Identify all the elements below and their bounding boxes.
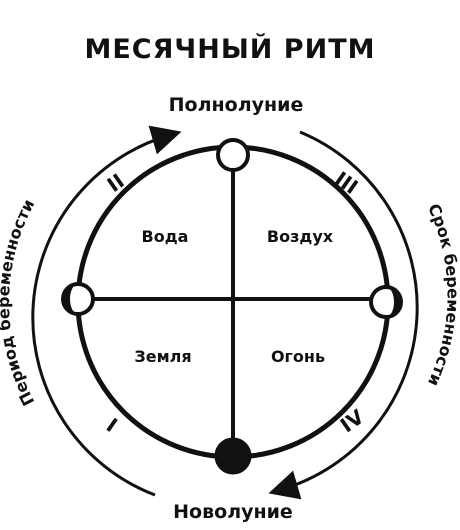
waxing-moon-symbol <box>61 282 95 316</box>
quadrant-earth-label: Земля <box>134 347 191 366</box>
quadrant-fire-label: Огонь <box>271 347 325 366</box>
new-moon-symbol <box>214 437 252 475</box>
quarter-one-numeral: I <box>102 413 122 437</box>
new-moon-label: Новолуние <box>173 501 293 523</box>
diagram-title: МЕСЯЧНЫЙ РИТМ <box>84 34 376 65</box>
quadrant-water-label: Вода <box>142 227 189 246</box>
quarter-three-numeral: III <box>330 167 362 199</box>
quarter-four-numeral: IV <box>336 404 369 437</box>
right-outer-arc <box>268 130 419 500</box>
waning-moon-symbol <box>369 285 403 319</box>
left-outer-arc <box>31 125 182 497</box>
right-arc-label: Срок беременности <box>424 201 460 389</box>
full-moon-label: Полнолуние <box>169 94 304 116</box>
quadrant-air-label: Воздух <box>267 227 334 246</box>
full-moon-symbol <box>216 138 250 172</box>
